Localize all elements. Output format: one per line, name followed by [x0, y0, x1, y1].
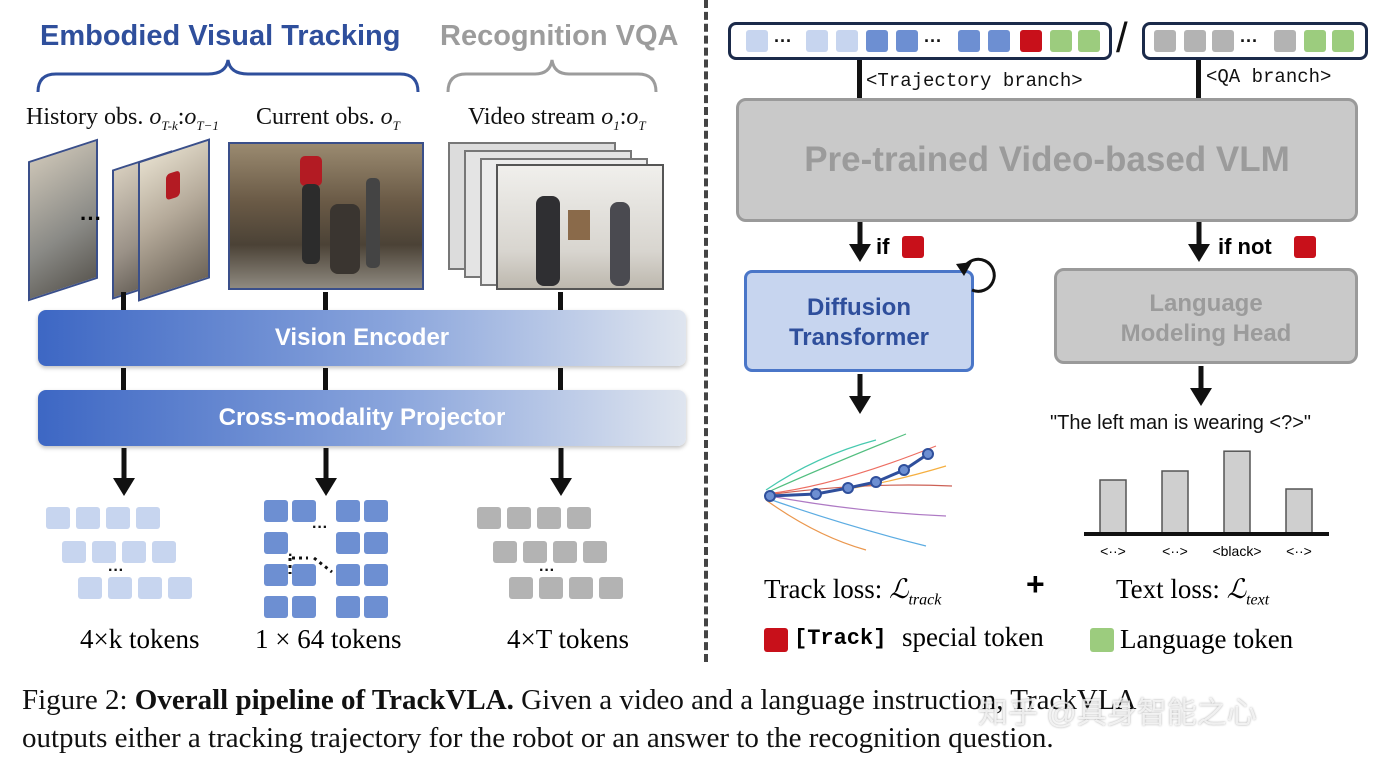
answer-bar — [1285, 488, 1313, 535]
arrow-if — [849, 222, 871, 262]
video-frame-front — [496, 164, 664, 290]
history-token-grid: ··· — [46, 507, 192, 599]
arrow-current-tokens — [315, 448, 337, 496]
history-token-count: 4×k tokens — [80, 624, 200, 654]
language-modeling-head-box: Language Modeling Head — [1054, 268, 1358, 364]
history-obs-label: History obs. oT-k:oT−1 — [26, 104, 219, 133]
answer-bar — [1099, 479, 1127, 535]
vertical-divider — [704, 0, 708, 662]
video-token-count: 4×T tokens — [507, 624, 629, 654]
current-obs-frame — [228, 142, 424, 290]
tracking-brace — [36, 59, 420, 93]
if-not-track-token — [1294, 236, 1316, 258]
if-not-label: if not — [1218, 234, 1272, 259]
loop-arrow-icon — [956, 257, 996, 293]
answer-bar — [1161, 470, 1189, 535]
figure-caption-line2: outputs either a tracking trajectory for… — [22, 722, 1054, 754]
legend-language-text: Language token — [1120, 624, 1294, 654]
answer-bar-label: <black> — [1212, 543, 1261, 559]
video-token-grid: ··· — [477, 507, 623, 599]
legend-track-code: [Track] — [794, 626, 887, 651]
vision-encoder-bar: Vision Encoder — [38, 310, 686, 366]
if-label: if — [876, 234, 890, 259]
vqa-brace — [446, 59, 658, 93]
trajectory-tokens: ··· ··· — [746, 30, 1100, 52]
track-loss: Track loss: ℒtrack — [764, 574, 942, 609]
arrow-history-tokens — [113, 448, 135, 496]
svg-text:···: ··· — [774, 31, 792, 51]
diffusion-line-2: Transformer — [788, 324, 930, 351]
header-embodied-tracking: Embodied Visual Tracking — [40, 20, 401, 52]
lm-line-2: Modeling Head — [1120, 320, 1292, 347]
arrow-if-not — [1188, 222, 1210, 262]
video-stream-label: Video stream o1:oT — [468, 104, 646, 133]
qa-tokens: ··· — [1154, 30, 1354, 52]
svg-text:·: · — [288, 547, 293, 564]
qa-token-strip — [1142, 22, 1368, 60]
figure-caption-line1: Figure 2: Overall pipeline of TrackVLA. … — [22, 684, 1137, 716]
answer-bar-label: <··> — [1286, 543, 1312, 559]
svg-text:···: ··· — [539, 562, 555, 579]
branch-slash: / — [1116, 14, 1128, 61]
current-obs-label: Current obs. oT — [256, 104, 400, 133]
svg-text:···: ··· — [924, 31, 942, 51]
answer-quote: "The left man is wearing <?>" — [1050, 412, 1311, 434]
diffusion-transformer-box: Diffusion Transformer — [744, 270, 974, 372]
qa-branch-label: <QA branch> — [1206, 66, 1332, 88]
lm-line-1: Language — [1149, 290, 1263, 317]
arrow-video-tokens — [550, 448, 572, 496]
loss-plus: + — [1026, 566, 1045, 602]
answer-bar-label: <··> — [1100, 543, 1126, 559]
svg-text:···: ··· — [312, 519, 328, 536]
arrow-lm-out — [1190, 366, 1212, 406]
projector-bar: Cross-modality Projector — [38, 390, 686, 446]
diffusion-line-1: Diffusion — [807, 294, 911, 321]
answer-bar — [1223, 450, 1251, 535]
current-token-count: 1 × 64 tokens — [255, 624, 402, 654]
trajectory-branch-label: <Trajectory branch> — [866, 70, 1083, 92]
vlm-box: Pre-trained Video-based VLM — [736, 98, 1358, 222]
answer-probability-bars: <··> <··> <black> <··> — [1084, 450, 1329, 559]
header-recognition-vqa: Recognition VQA — [440, 20, 679, 52]
history-frame-3 — [138, 138, 210, 302]
answer-bar-label: <··> — [1162, 543, 1188, 559]
watermark: 知乎 @具身智能之心 — [978, 697, 1257, 730]
svg-text:···: ··· — [1240, 31, 1258, 51]
svg-text:···: ··· — [108, 562, 124, 579]
legend-track-text: special token — [902, 622, 1044, 652]
arrow-diffusion-out — [849, 374, 871, 414]
current-token-grid: ··· · — [264, 500, 388, 618]
legend-track-swatch — [764, 628, 788, 652]
trajectory-visualization — [764, 433, 953, 551]
if-track-token — [902, 236, 924, 258]
trajectory-token-strip — [728, 22, 1112, 60]
text-loss: Text loss: ℒtext — [1116, 574, 1270, 609]
legend-language-swatch — [1090, 628, 1114, 652]
history-ellipsis: ··· — [80, 206, 102, 231]
